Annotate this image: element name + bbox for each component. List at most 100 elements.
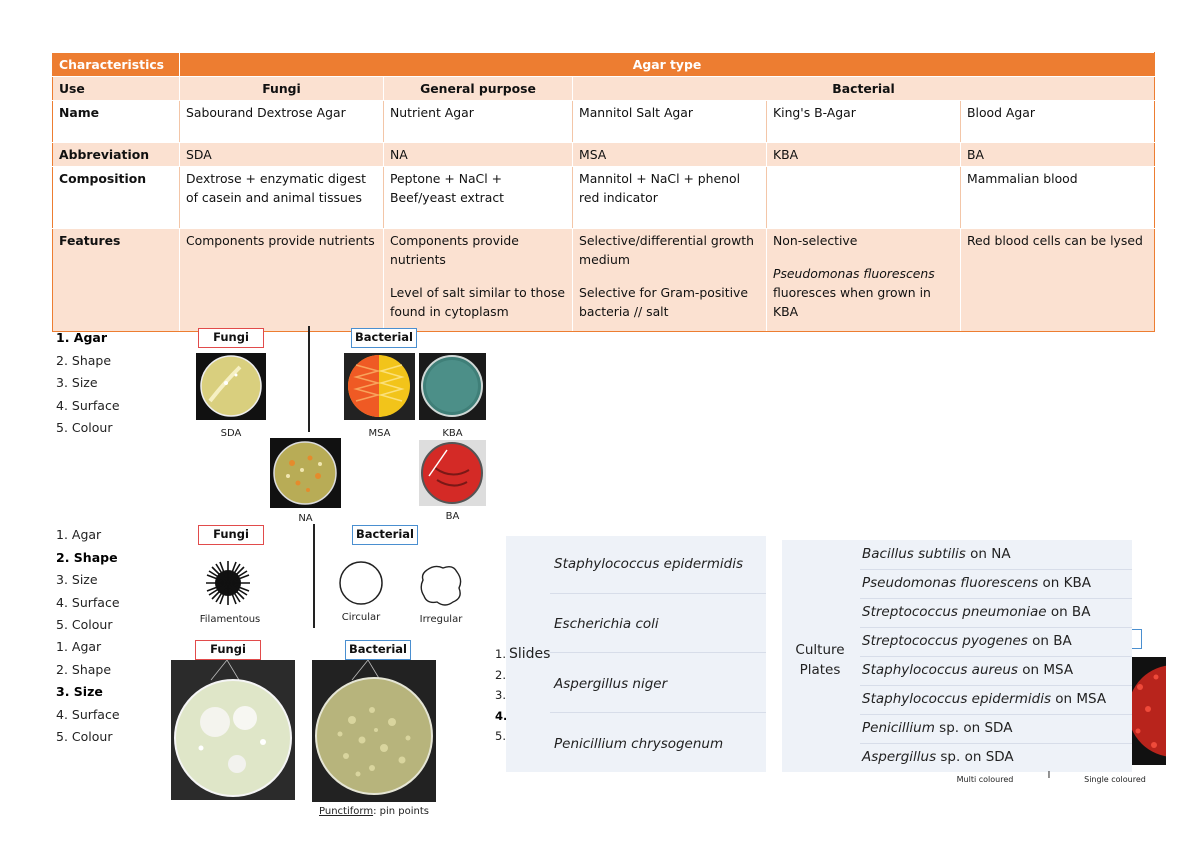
occluded-item: 5. bbox=[495, 729, 506, 743]
bacterial-size-plate-image bbox=[312, 660, 436, 802]
criteria-item: 3. Size bbox=[56, 375, 98, 390]
culture-item: Staphylococcus epidermidis on MSA bbox=[862, 685, 1132, 713]
use-label: Use bbox=[52, 76, 180, 101]
msa-plate-image bbox=[344, 353, 415, 420]
agar-type-header: Agar type bbox=[178, 52, 1156, 77]
row-divider bbox=[550, 593, 766, 594]
culture-label-line: Plates bbox=[799, 662, 841, 678]
criteria-item: 4. Surface bbox=[56, 706, 120, 722]
abbreviation-label: Abbreviation bbox=[52, 142, 180, 167]
kba-caption: KBA bbox=[442, 428, 463, 439]
features-label: Features bbox=[52, 228, 180, 332]
culture-item: Penicillium sp. on SDA bbox=[862, 714, 1132, 742]
feat-cell-sda: Components provide nutrients bbox=[179, 228, 384, 332]
slides-panel: Staphylococcus epidermidis Escherichia c… bbox=[506, 536, 766, 772]
criteria-list-agar: 1. Agar 2. Shape 3. Size 4. Surface 5. C… bbox=[56, 327, 120, 440]
characteristics-header: Characteristics bbox=[52, 52, 180, 77]
comp-cell: Dextrose + enzymatic digest of casein an… bbox=[179, 166, 384, 229]
agar-suffix: on BA bbox=[1046, 604, 1091, 620]
msa-caption: MSA bbox=[368, 428, 391, 439]
agar-suffix: on MSA bbox=[1017, 662, 1074, 678]
organism-name: Bacillus subtilis bbox=[862, 546, 966, 562]
culture-label-line: Culture bbox=[795, 642, 845, 658]
criteria-item: 2. Shape bbox=[56, 549, 118, 565]
occluded-bracket bbox=[1131, 629, 1142, 649]
criteria-item: 5. Colour bbox=[56, 420, 113, 435]
organism-name: Streptococcus pyogenes bbox=[862, 633, 1028, 649]
feat-na-1: Components provide nutrients bbox=[390, 233, 519, 267]
slide-item: Staphylococcus epidermidis bbox=[554, 556, 743, 572]
culture-item: Staphylococcus aureus on MSA bbox=[862, 656, 1132, 684]
na-plate-image bbox=[270, 438, 341, 508]
feat-cell-na: Components provide nutrients Level of sa… bbox=[383, 228, 573, 332]
name-cell: Blood Agar bbox=[959, 100, 1156, 143]
comp-cell: Peptone + NaCl + Beef/yeast extract bbox=[383, 166, 573, 229]
feat-na-2: Level of salt similar to those found in … bbox=[390, 285, 566, 319]
criteria-item: 4. Surface bbox=[56, 397, 120, 413]
fungi-size-plate-image bbox=[171, 660, 295, 800]
feat-kba-2-rest: fluoresces when grown in KBA bbox=[773, 285, 931, 319]
divider-line bbox=[308, 326, 310, 432]
na-caption: NA bbox=[298, 513, 313, 524]
sda-caption: SDA bbox=[220, 428, 242, 439]
feat-cell-msa: Selective/differential growth medium Sel… bbox=[572, 228, 767, 332]
occluded-item: 2. bbox=[495, 667, 506, 682]
filamentous-shape-icon bbox=[206, 561, 250, 605]
irregular-shape-icon bbox=[420, 565, 462, 606]
name-cell: King's B-Agar bbox=[766, 100, 961, 143]
criteria-item: 2. Shape bbox=[56, 352, 112, 368]
bacterial-tag: Bacterial bbox=[352, 525, 418, 545]
divider-line bbox=[313, 524, 315, 628]
row-divider bbox=[860, 714, 1132, 715]
single-coloured-caption: Single coloured bbox=[1084, 775, 1146, 784]
circular-shape-icon bbox=[339, 561, 383, 605]
criteria-item: 4. Surface bbox=[56, 594, 120, 610]
organism-name: Aspergillus bbox=[862, 749, 937, 765]
feat-kba-2-italic: Pseudomonas fluorescens bbox=[773, 266, 935, 281]
row-divider bbox=[550, 712, 766, 713]
occluded-item: 4. bbox=[495, 708, 508, 723]
agar-suffix: sp. on SDA bbox=[936, 749, 1014, 765]
kba-plate-image bbox=[419, 353, 486, 420]
fungi-tag: Fungi bbox=[195, 640, 261, 660]
slide-item: Escherichia coli bbox=[554, 616, 659, 632]
criteria-item: 1. Agar bbox=[56, 639, 102, 654]
criteria-list-size: 1. Agar 2. Shape 3. Size 4. Surface 5. C… bbox=[56, 636, 120, 749]
feat-msa-1: Selective/differential growth medium bbox=[579, 233, 754, 267]
feat-cell-kba: Non-selective Pseudomonas fluorescens fl… bbox=[766, 228, 961, 332]
slides-label: Slides bbox=[509, 646, 551, 662]
ba-caption: BA bbox=[445, 511, 460, 522]
circular-caption: Circular bbox=[341, 612, 381, 623]
row-divider bbox=[860, 743, 1132, 744]
use-fungi: Fungi bbox=[179, 76, 384, 101]
criteria-item: 2. Shape bbox=[56, 661, 112, 677]
irregular-caption: Irregular bbox=[419, 614, 463, 625]
punctiform-desc: : pin points bbox=[373, 806, 429, 817]
criteria-item: 1. Agar bbox=[56, 527, 102, 542]
agar-table: Characteristics Agar type Use Fungi Gene… bbox=[52, 52, 1156, 332]
feat-sda: Components provide nutrients bbox=[186, 233, 375, 248]
row-divider bbox=[860, 569, 1132, 570]
caption-separator: I bbox=[1047, 770, 1051, 781]
name-label: Name bbox=[52, 100, 180, 143]
organism-name: Penicillium bbox=[862, 720, 935, 736]
name-cell: Nutrient Agar bbox=[383, 100, 573, 143]
occluded-item: 3. bbox=[495, 688, 506, 702]
criteria-item: 3. Size bbox=[56, 684, 103, 699]
punctiform-term: Punctiform bbox=[319, 806, 374, 817]
fungi-tag: Fungi bbox=[198, 525, 264, 545]
occluded-list: 1. 2. 3. 4. 5. bbox=[495, 644, 507, 747]
ba-plate-image bbox=[419, 440, 486, 506]
sda-plate-image bbox=[196, 353, 266, 420]
agar-suffix: on BA bbox=[1027, 633, 1072, 649]
punctiform-caption: Punctiform: pin points bbox=[312, 806, 436, 817]
abbr-cell: BA bbox=[959, 142, 1156, 167]
culture-plates-label: Culture Plates bbox=[782, 640, 858, 680]
criteria-item: 1. Agar bbox=[56, 330, 108, 345]
slide-item: Penicillium chrysogenum bbox=[554, 736, 724, 752]
fungi-tag: Fungi bbox=[198, 328, 264, 348]
feat-ba: Red blood cells can be lysed bbox=[967, 233, 1143, 248]
filamentous-caption: Filamentous bbox=[199, 614, 261, 625]
feat-kba-1: Non-selective bbox=[773, 233, 858, 248]
row-divider bbox=[860, 598, 1132, 599]
